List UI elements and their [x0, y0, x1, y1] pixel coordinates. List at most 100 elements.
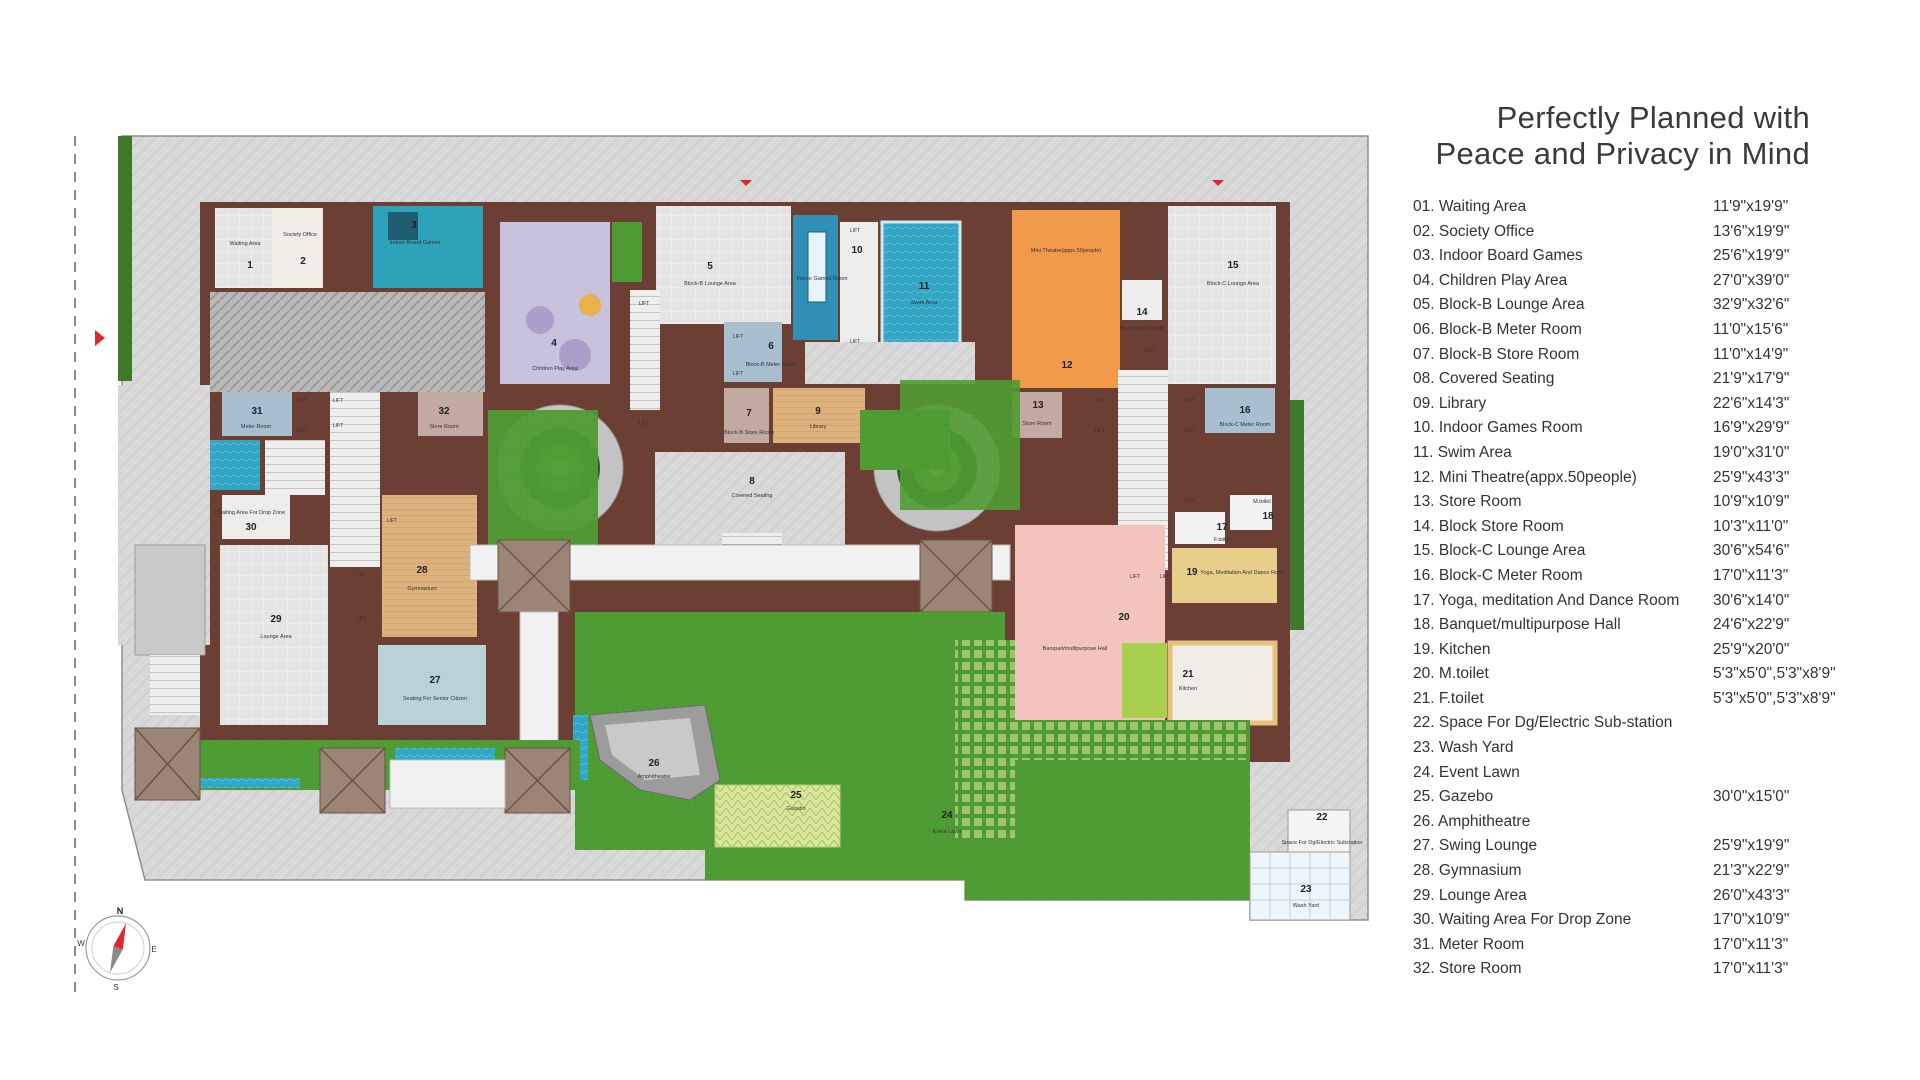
room-swing-lounge: [378, 645, 486, 725]
room-label: Seating For Senior Citizen: [403, 696, 467, 702]
driveway: [134, 544, 206, 656]
gazebo: [714, 784, 841, 848]
legend-item-name: 10. Indoor Games Room: [1413, 419, 1583, 437]
room-block-c-meter: [1205, 388, 1275, 433]
legend-item-dimension: 17'0"x10'9": [1713, 911, 1790, 929]
room-number: 17: [1216, 522, 1228, 533]
legend-item-dimension: 11'0"x14'9": [1713, 345, 1789, 363]
room-number: 13: [1032, 400, 1044, 411]
room-label: Block-C Meter Room: [1219, 422, 1270, 428]
room-number: 2: [300, 256, 306, 267]
legend-item-dimension: 21'3"x22'9": [1713, 862, 1790, 880]
room-block-c-lounge: [1168, 206, 1276, 384]
legend-item-name: 18. Banquet/multipurpose Hall: [1413, 616, 1621, 634]
legend-item-name: 23. Wash Yard: [1413, 739, 1514, 757]
room-label: Lounge Area: [260, 634, 292, 640]
legend-item-name: 27. Swing Lounge: [1413, 837, 1538, 855]
room-number: 3: [411, 220, 417, 231]
legend-item-dimension: 10'9"x10'9": [1713, 493, 1790, 511]
room-m-toilet: [1230, 495, 1272, 530]
west-hedge: [118, 136, 132, 381]
room-number: 32: [438, 406, 450, 417]
room-label: Yoga, Meditation And Dance Room: [1200, 570, 1286, 576]
legend-item-name: 24. Event Lawn: [1413, 763, 1520, 781]
room-label: Children Play Area: [532, 366, 578, 372]
room-label: M.toilet: [1253, 499, 1271, 505]
room-label: F.toilet: [1214, 537, 1230, 543]
legend-item-name: 29. Lounge Area: [1413, 886, 1527, 904]
room-mini-theatre: [1012, 210, 1120, 388]
compass-s: S: [113, 983, 118, 992]
room-number: 21: [1182, 669, 1194, 680]
legend-item-dimension: 30'6"x14'0": [1713, 591, 1790, 609]
lift-label: LIFT: [1185, 428, 1195, 434]
room-store-13: [1012, 392, 1062, 438]
room-number: 16: [1239, 405, 1251, 416]
room-label: Swim Area: [911, 300, 938, 306]
room-label: Store Room: [429, 424, 459, 430]
legend-item-name: 19. Kitchen: [1413, 640, 1491, 658]
room-number: 29: [270, 614, 282, 625]
legend-item-name: 20. M.toilet: [1413, 665, 1489, 683]
room-number: 23: [1300, 884, 1312, 895]
room-number: 27: [429, 675, 441, 686]
legend-item-dimension: 17'0"x11'3": [1713, 935, 1789, 953]
legend-item-name: 13. Store Room: [1413, 493, 1522, 511]
lift-label: LIFT: [733, 371, 743, 377]
room-label: Society Office: [283, 232, 317, 238]
room-number: 11: [919, 281, 930, 292]
legend-item-dimension: 17'0"x11'3": [1713, 960, 1789, 978]
compass-n: N: [117, 906, 124, 916]
legend-item-name: 17. Yoga, meditation And Dance Room: [1413, 591, 1680, 609]
room-label: Banquet/multipurpose Hall: [1043, 646, 1108, 652]
room-library: [773, 388, 865, 443]
room-label: Block Store Room: [1120, 326, 1165, 332]
legend-item-name: 32. Store Room: [1413, 960, 1522, 978]
legend-item-name: 11. Swim Area: [1413, 443, 1512, 461]
wash-yard: [1249, 851, 1351, 921]
room-label: Waiting Area: [230, 241, 262, 247]
lift-label: LIFT: [333, 398, 343, 404]
room-store-32: [418, 392, 483, 436]
legend-item-dimension: 30'0"x15'0": [1713, 788, 1790, 806]
lift-label: LIFT: [1145, 348, 1155, 354]
legend-item-name: 25. Gazebo: [1413, 788, 1494, 806]
legend-item: 12. Mini Theatre(appx.50people)25'9"x43'…: [1413, 469, 1863, 494]
legend-item-dimension: 27'0"x39'0": [1713, 271, 1790, 289]
legend-item-name: 21. F.toilet: [1413, 689, 1484, 707]
legend-item-name: 22. Space For Dg/Electric Sub-station: [1413, 714, 1673, 732]
room-block-b-store: [724, 388, 769, 443]
lift-label: LIFT: [1130, 574, 1140, 580]
room-number: 20: [1118, 612, 1130, 623]
room-label: Block-C Lounge Area: [1207, 281, 1260, 287]
entry-stairs: [150, 655, 200, 715]
room-meter-31: [222, 392, 292, 436]
legend-item-name: 15. Block-C Lounge Area: [1413, 542, 1586, 560]
room-label: Store Room: [1022, 421, 1052, 427]
legend-item-dimension: 25'9"x43'3": [1713, 468, 1790, 486]
legend-item-dimension: 17'0"x11'3": [1713, 566, 1789, 584]
legend-item: 17. Yoga, meditation And Dance Room 30'6"…: [1413, 592, 1863, 617]
legend-item-dimension: 10'3"x11'0": [1713, 517, 1789, 535]
lift-label: LIFT: [297, 398, 307, 404]
compass-e: E: [151, 945, 156, 954]
legend-item-dimension: 21'9"x17'9": [1713, 370, 1790, 388]
room-yoga: [1172, 548, 1277, 603]
legend-item-dimension: 11'9"x19'9": [1713, 198, 1789, 215]
room-number: 19: [1186, 567, 1198, 578]
legend-item: 32. Store Room 17'0"x11'3": [1413, 960, 1863, 985]
board-games-rug: [388, 212, 418, 240]
room-society-office: [272, 208, 322, 288]
room-label: Wash Yard: [1293, 903, 1320, 909]
legend-item-name: 30. Waiting Area For Drop Zone: [1413, 911, 1632, 929]
room-block-b-lounge: [656, 206, 791, 324]
legend-item-name: 07. Block-B Store Room: [1413, 345, 1580, 363]
